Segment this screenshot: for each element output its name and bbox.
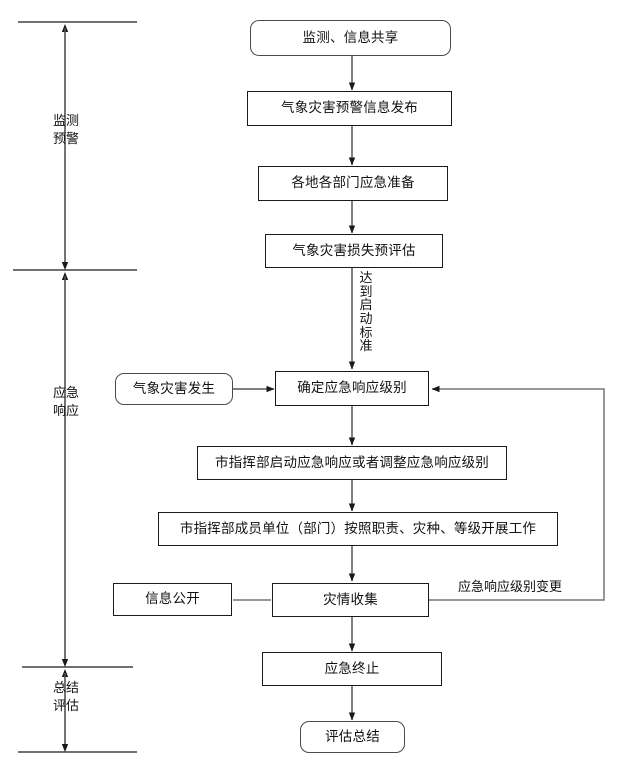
- node-determine-level[interactable]: 确定应急响应级别: [275, 371, 429, 406]
- node-info-disclosure[interactable]: 信息公开: [113, 583, 232, 616]
- node-monitor-share[interactable]: 监测、信息共享: [250, 20, 451, 56]
- feedback-loop-connector: [429, 385, 605, 601]
- phase-label-response: 应急 响应: [52, 386, 79, 419]
- node-assess-summary[interactable]: 评估总结: [300, 721, 405, 753]
- node-member-units-work[interactable]: 市指挥部成员单位（部门）按照职责、灾种、等级开展工作: [158, 512, 558, 546]
- node-hq-activate[interactable]: 市指挥部启动应急响应或者调整应急响应级别: [197, 446, 507, 480]
- node-emergency-end[interactable]: 应急终止: [262, 652, 442, 686]
- phase-label-summary: 总结 评估: [52, 681, 79, 714]
- edge-label-level-change: 应急响应级别变更: [458, 580, 563, 595]
- edge-label-trigger-standard: 达到启动标准: [359, 271, 373, 355]
- node-loss-preassess[interactable]: 气象灾害损失预评估: [265, 234, 443, 268]
- node-disaster-collect[interactable]: 灾情收集: [272, 583, 429, 617]
- node-dept-prepare[interactable]: 各地各部门应急准备: [258, 166, 448, 201]
- node-disaster-occurs[interactable]: 气象灾害发生: [115, 373, 233, 405]
- phase-label-monitor: 监测 预警: [52, 114, 79, 147]
- node-warning-release[interactable]: 气象灾害预警信息发布: [247, 91, 452, 126]
